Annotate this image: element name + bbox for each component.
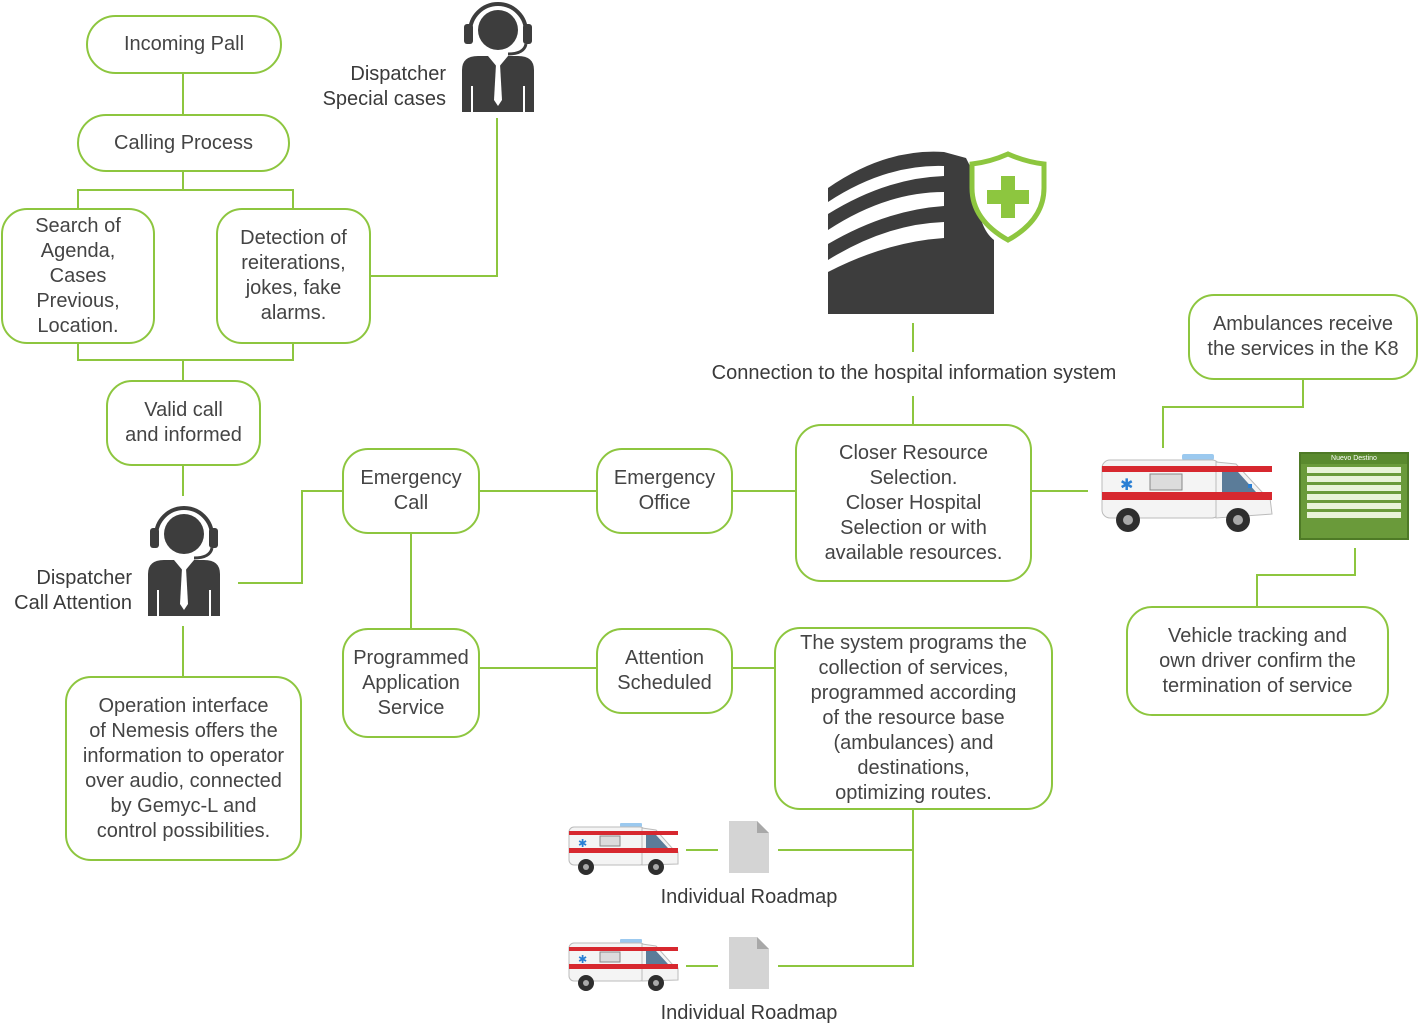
dispatcher-call-label: Dispatcher Call Attention xyxy=(14,567,132,614)
vehicle-tracking-node: Vehicle tracking and own driver confirm … xyxy=(1126,606,1389,716)
document-icon xyxy=(729,821,769,873)
dispatcher-special-label: Dispatcher Special cases xyxy=(322,63,446,110)
emergency-call-node: Emergency Call xyxy=(342,448,480,534)
k8-screen-row xyxy=(1307,494,1401,500)
operation-interface-node: Operation interface of Nemesis offers th… xyxy=(65,676,302,861)
detection-node: Detection of reiterations, jokes, fake a… xyxy=(216,208,371,344)
search-agenda-node: Search of Agenda, Cases Previous, Locati… xyxy=(1,208,155,344)
svg-text:✱: ✱ xyxy=(578,837,587,850)
ambulance-icon: ✱ xyxy=(568,939,679,991)
dispatcher-headset-icon xyxy=(148,506,220,616)
svg-text:✱: ✱ xyxy=(578,953,587,966)
ambulances-receive-node: Ambulances receive the services in the K… xyxy=(1188,294,1418,380)
attention-scheduled-node: Attention Scheduled xyxy=(596,628,733,714)
hospital-building-icon xyxy=(828,151,1047,314)
roadmap-label-1: Individual Roadmap xyxy=(660,886,838,908)
closer-resource-node: Closer Resource Selection. Closer Hospit… xyxy=(795,424,1032,582)
ambulance-icon: ✱ xyxy=(568,823,679,875)
ambulance-icon: ✱ xyxy=(1101,454,1273,532)
dispatcher-headset-icon xyxy=(462,2,534,112)
roadmap-label-2: Individual Roadmap xyxy=(660,1002,838,1024)
system-programs-node: The system programs the collection of se… xyxy=(774,627,1053,810)
k8-screen-row xyxy=(1307,485,1401,491)
hospital-connection-label: Connection to the hospital information s… xyxy=(711,362,1117,384)
svg-text:✱: ✱ xyxy=(1120,475,1133,494)
document-icon xyxy=(729,937,769,989)
k8-screen-row xyxy=(1307,512,1401,518)
emergency-office-node: Emergency Office xyxy=(596,448,733,534)
k8-screen-title: Nuevo Destino xyxy=(1301,454,1407,464)
calling-process-node: Calling Process xyxy=(77,114,290,172)
k8-terminal-screen: Nuevo Destino xyxy=(1299,452,1409,540)
valid-call-node: Valid call and informed xyxy=(106,380,261,466)
k8-screen-row xyxy=(1307,467,1401,473)
incoming-pall-node: Incoming Pall xyxy=(86,15,282,74)
k8-screen-row xyxy=(1307,476,1401,482)
k8-screen-row xyxy=(1307,503,1401,509)
programmed-application-node: Programmed Application Service xyxy=(342,628,480,738)
